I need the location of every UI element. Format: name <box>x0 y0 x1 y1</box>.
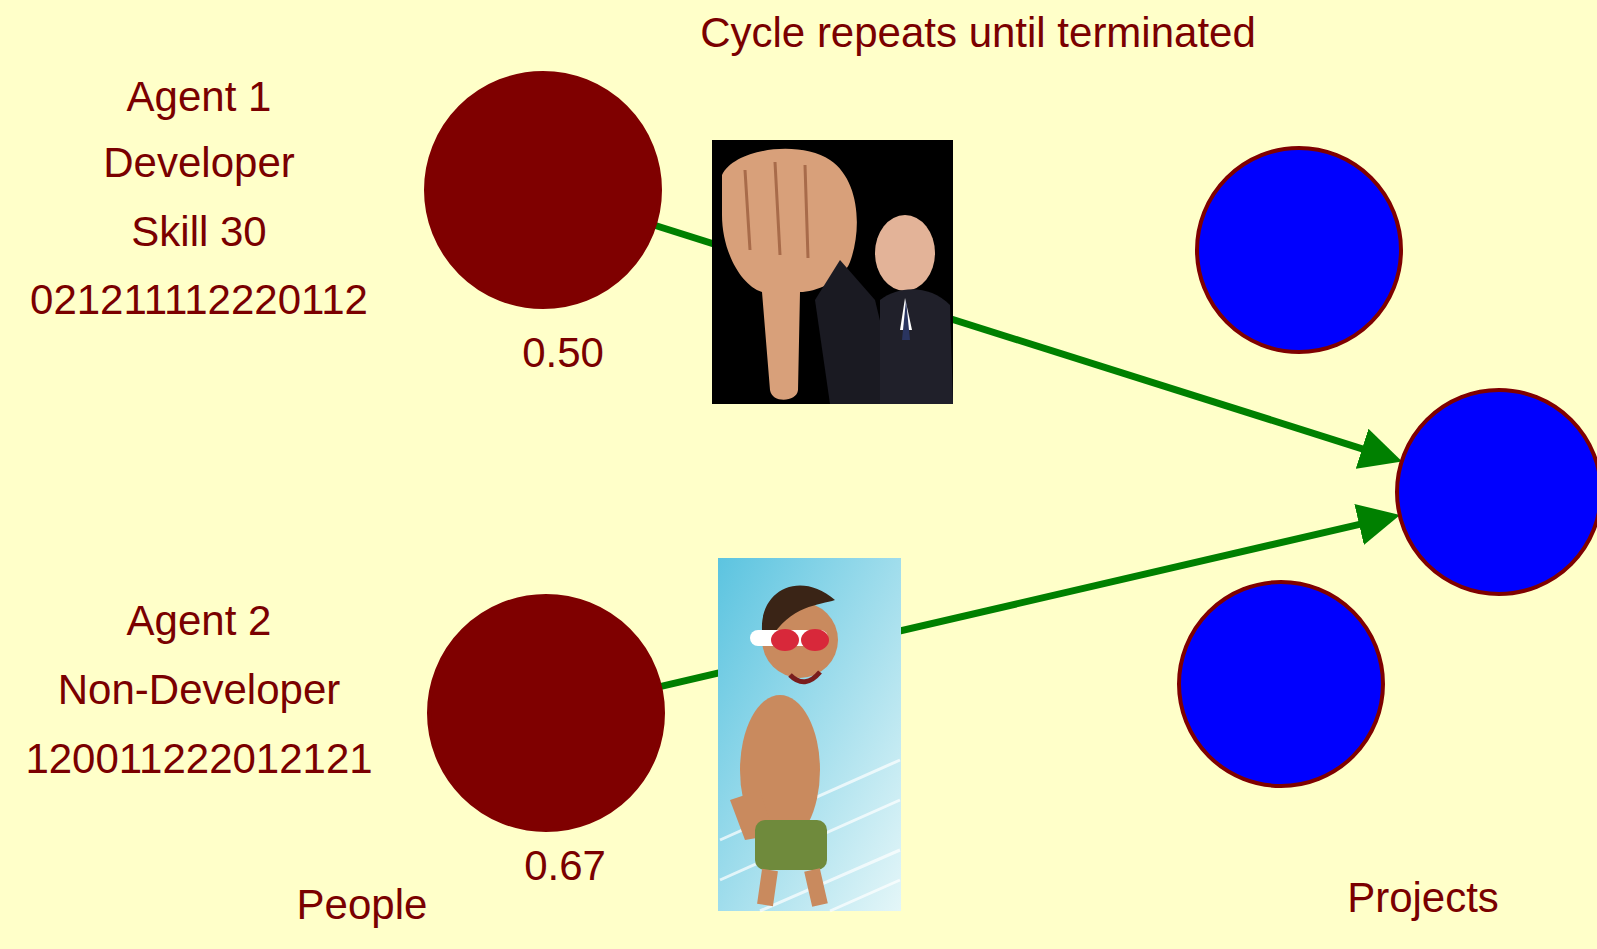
agent-attribute: Skill 30 <box>131 207 266 257</box>
circle-outline <box>1195 146 1403 354</box>
circle-outline <box>424 71 662 309</box>
node-circle <box>426 73 660 307</box>
agent-attribute: Agent 1 <box>127 72 272 122</box>
node-circle <box>429 596 663 830</box>
thumbs-up-photo <box>718 558 901 911</box>
fitness-value: 0.50 <box>522 328 604 378</box>
agent-attribute: 021211112220112 <box>30 275 368 325</box>
project-circle <box>1177 580 1385 788</box>
agent-circle: Agent 2Non-Developer1200112220121210.67 <box>427 594 665 832</box>
agent-attribute: Non-Developer <box>58 665 340 715</box>
agent-attribute: Agent 2 <box>127 596 272 646</box>
circle-outline <box>1395 388 1597 596</box>
node-circle <box>1197 148 1401 352</box>
node-circle <box>1397 390 1597 594</box>
diagram-title: Cycle repeats until terminated <box>700 8 1256 58</box>
agent-circle: Agent 1DeveloperSkill 300212111122201120… <box>424 71 662 309</box>
agent-attribute: Developer <box>103 138 294 188</box>
circle-outline <box>1177 580 1385 788</box>
project-circle <box>1195 146 1403 354</box>
group-label: Projects <box>1347 873 1499 923</box>
thumbs-down-photo <box>712 140 953 404</box>
project-circle <box>1395 388 1597 596</box>
node-circle <box>1179 582 1383 786</box>
circle-outline <box>427 594 665 832</box>
agent-attribute: 120011222012121 <box>25 734 372 784</box>
fitness-value: 0.67 <box>524 841 606 891</box>
group-label: People <box>297 880 428 930</box>
